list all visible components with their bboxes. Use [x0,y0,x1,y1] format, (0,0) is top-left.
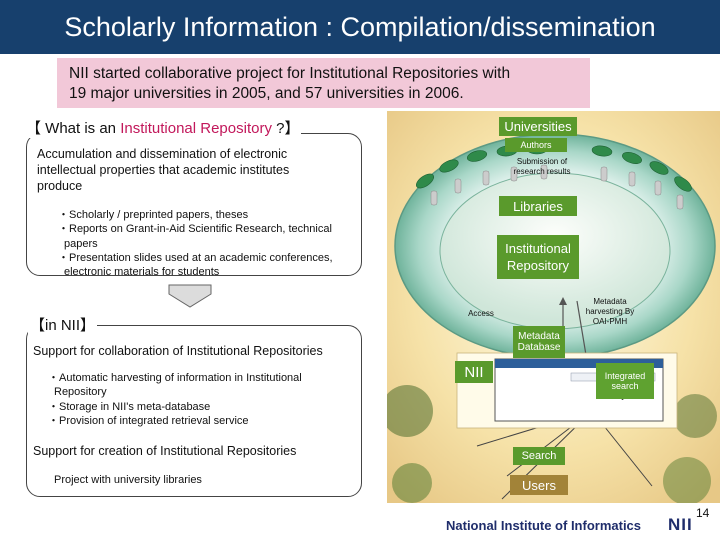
metadata-database-box: Metadata Database [513,326,565,358]
universities-box: Universities [499,117,577,136]
ir-heading-highlight: Institutional Repository [120,120,272,137]
users-box: Users [510,475,568,495]
title-bar: Scholarly Information : Compilation/diss… [0,0,720,54]
ir-description: Accumulation and dissemination of electr… [37,147,290,193]
ir-heading-prefix: 【 What is an [26,120,121,137]
ir-heading: 【 What is an Institutional Repository ?】 [24,117,302,138]
nii-heading: 【in NII】 [28,314,98,335]
diagram-background [387,111,720,503]
nii-support-box [26,325,362,497]
ir-definition-box [26,133,362,276]
footer-org-name: National Institute of Informatics [446,518,642,533]
intro-line-2: 19 major universities in 2005, and 57 un… [69,85,464,102]
list-item: ・Automatic harvesting of information in … [48,372,302,399]
intro-callout: NII started collaborative project for In… [57,58,590,108]
nii-logo: NII [668,515,693,534]
list-item: ・Storage in NII's meta-database [48,400,211,413]
search-box: Search [513,447,565,465]
list-item: ・Presentation slides used at an academic… [58,251,333,279]
metadata-harvesting-label: Metadata harvesting By OAI-PMH [585,297,635,326]
submission-label: Submission of research results [513,157,571,176]
repository-diagram: Universities Authors Libraries Instituti… [387,111,720,503]
list-item: ・Provision of integrated retrieval servi… [48,414,249,427]
authors-box: Authors [505,138,567,152]
project-label: Project with university libraries [54,474,202,486]
nii-support-list: ・Automatic harvesting of information in … [48,371,348,428]
ir-content-list: ・Scholarly / preprinted papers, theses ・… [58,208,343,279]
page-title: Scholarly Information : Compilation/diss… [64,11,656,42]
institutional-repository-box: Institutional Repository [497,235,579,279]
integrated-search-box: Integrated search [596,363,654,399]
libraries-box: Libraries [499,196,577,216]
down-arrow-icon [168,284,212,308]
page-number: 14 [696,506,710,520]
list-item: ・Scholarly / preprinted papers, theses [58,209,249,221]
nii-support-label: Support for collaboration of Institution… [33,344,323,358]
ir-heading-suffix: ?】 [271,120,300,137]
list-item: ・Reports on Grant-in-Aid Scientific Rese… [58,223,332,250]
nii-box: NII [455,361,493,383]
creation-support-label: Support for creation of Institutional Re… [33,444,297,458]
access-label: Access [468,309,494,318]
intro-line-1: NII started collaborative project for In… [69,65,511,82]
